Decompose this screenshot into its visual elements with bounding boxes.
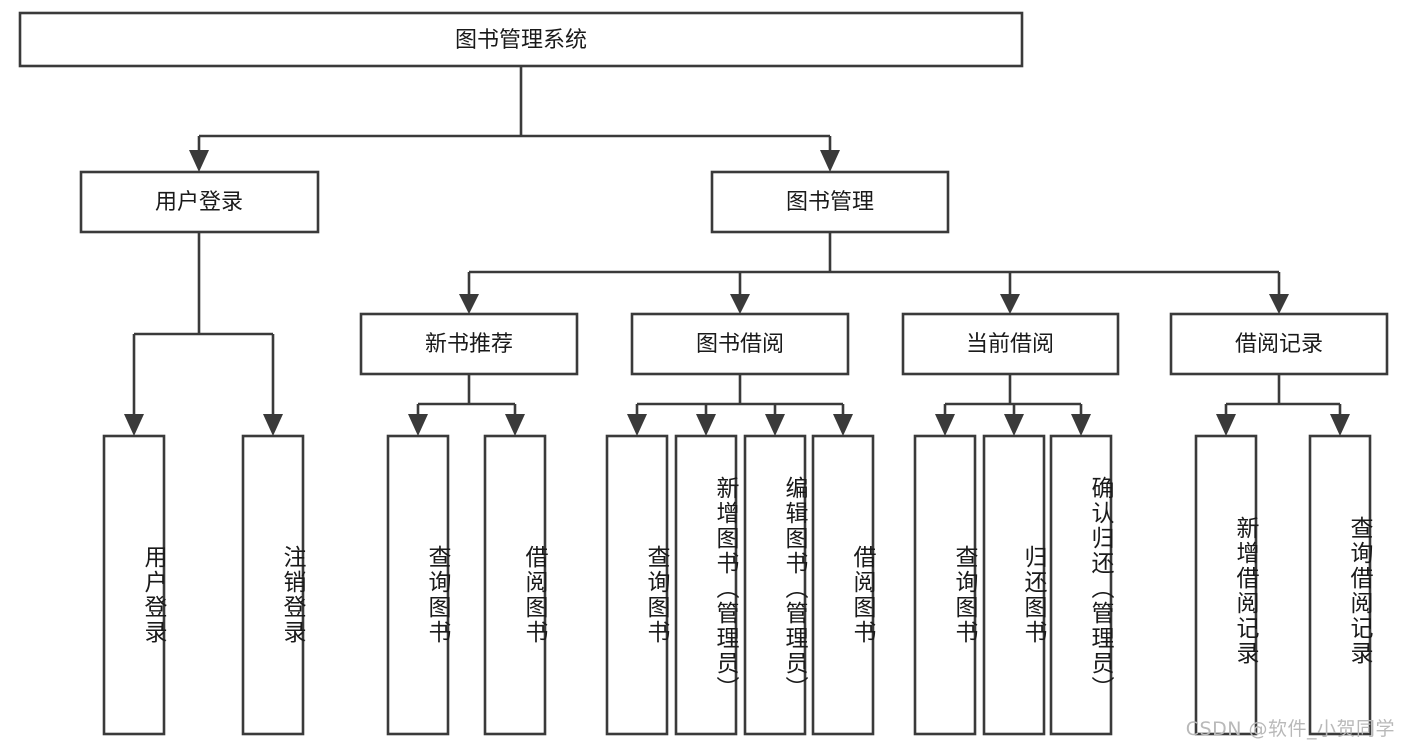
arrow-borrowrecord-leaf-1 bbox=[1216, 414, 1236, 436]
node-box-root[interactable] bbox=[18, 11, 1024, 68]
leaf-box-confirm-return-admin[interactable] bbox=[1049, 434, 1113, 736]
node-box-book-manage[interactable] bbox=[710, 170, 950, 234]
arrow-to-book-borrow bbox=[730, 294, 750, 314]
node-label-root: 图书管理系统 bbox=[455, 28, 587, 53]
arrow-leaf-user-login bbox=[124, 414, 144, 436]
node-box-new-book-recommend[interactable] bbox=[359, 312, 579, 376]
node-label-book-borrow: 图书借阅 bbox=[696, 332, 784, 357]
arrow-to-new-book bbox=[459, 294, 479, 314]
connector-group bbox=[124, 66, 1350, 436]
arrow-to-book-manage bbox=[820, 150, 840, 172]
node-label-new-book-recommend: 新书推荐 bbox=[425, 332, 513, 357]
arrow-currentborrow-leaf-1 bbox=[935, 414, 955, 436]
arrow-currentborrow-leaf-3 bbox=[1071, 414, 1091, 436]
csdn-watermark: CSDN @软件_小贺同学 bbox=[1185, 718, 1395, 740]
arrow-bookborrow-leaf-4 bbox=[833, 414, 853, 436]
node-box-user-login[interactable] bbox=[79, 170, 320, 234]
node-label-user-login: 用户登录 bbox=[155, 190, 243, 215]
leaf-box-borrow-book-a[interactable] bbox=[483, 434, 547, 736]
arrow-bookborrow-leaf-2 bbox=[696, 414, 716, 436]
leaf-box-edit-book-admin[interactable] bbox=[743, 434, 807, 736]
node-label-book-manage: 图书管理 bbox=[786, 190, 874, 215]
leaf-box-logout[interactable] bbox=[241, 434, 305, 736]
leaf-box-add-book-admin[interactable] bbox=[674, 434, 738, 736]
arrow-newbook-leaf-1 bbox=[408, 414, 428, 436]
leaf-box-query-borrow-record[interactable] bbox=[1308, 434, 1372, 736]
node-box-book-borrow[interactable] bbox=[630, 312, 850, 376]
arrow-to-current-borrow bbox=[1000, 294, 1020, 314]
node-label-current-borrow: 当前借阅 bbox=[966, 332, 1054, 357]
leaf-box-add-borrow-record[interactable] bbox=[1194, 434, 1258, 736]
node-box-current-borrow[interactable] bbox=[901, 312, 1120, 376]
arrow-to-borrow-record bbox=[1269, 294, 1289, 314]
leaf-box-query-book-c[interactable] bbox=[913, 434, 977, 736]
leaf-box-borrow-book-b[interactable] bbox=[811, 434, 875, 736]
arrow-currentborrow-leaf-2 bbox=[1004, 414, 1024, 436]
arrow-bookborrow-leaf-3 bbox=[765, 414, 785, 436]
arrow-bookborrow-leaf-1 bbox=[627, 414, 647, 436]
arrow-to-user-login bbox=[189, 150, 209, 172]
arrow-leaf-logout bbox=[263, 414, 283, 436]
leaf-box-query-book-a[interactable] bbox=[386, 434, 450, 736]
node-label-borrow-record: 借阅记录 bbox=[1235, 332, 1323, 357]
leaf-box-user-login[interactable] bbox=[102, 434, 166, 736]
node-box-borrow-record[interactable] bbox=[1169, 312, 1389, 376]
leaf-box-return-book[interactable] bbox=[982, 434, 1046, 736]
leaf-box-query-book-b[interactable] bbox=[605, 434, 669, 736]
arrow-newbook-leaf-2 bbox=[505, 414, 525, 436]
arrow-borrowrecord-leaf-2 bbox=[1330, 414, 1350, 436]
node-group: 图书管理系统 用户登录 图书管理 新书推荐 图书借阅 当前借阅 借阅记录 bbox=[18, 11, 1389, 736]
